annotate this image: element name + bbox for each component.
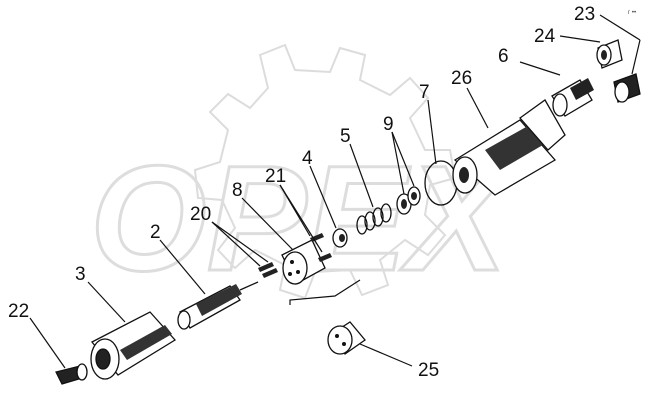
part-22-cap	[55, 363, 88, 385]
corner-mark: г ••	[628, 10, 636, 16]
part-20-pins	[258, 262, 278, 278]
part-2-piston	[177, 281, 259, 330]
part-8-disc	[281, 239, 326, 285]
label-9: 9	[383, 114, 394, 135]
part-23-cap	[613, 73, 641, 103]
label-3: 3	[75, 264, 86, 285]
label-6: 6	[498, 46, 509, 67]
label-8: 8	[232, 180, 243, 201]
label-24: 24	[534, 26, 556, 47]
part-6-fitting	[551, 78, 594, 117]
label-5: 5	[340, 126, 351, 147]
leader-lines	[29, 14, 641, 369]
label-23: 23	[574, 4, 595, 25]
part-24-nut	[596, 39, 623, 69]
part-25-cam	[327, 321, 366, 355]
label-20: 20	[190, 204, 211, 225]
part-9-washers	[396, 186, 421, 215]
watermark-gear	[193, 43, 457, 300]
assembly-bracket	[289, 279, 361, 305]
label-22: 22	[8, 301, 29, 322]
part-3-sleeve	[90, 311, 177, 380]
label-26: 26	[451, 68, 472, 89]
part-21-pins	[310, 233, 332, 262]
part-5-spring	[356, 203, 392, 235]
label-21: 21	[265, 166, 286, 187]
label-2: 2	[150, 222, 161, 243]
label-7: 7	[419, 82, 430, 103]
part-26-body	[452, 99, 566, 196]
label-25: 25	[418, 360, 439, 381]
label-4: 4	[302, 148, 313, 169]
part-4-valve	[332, 228, 348, 248]
